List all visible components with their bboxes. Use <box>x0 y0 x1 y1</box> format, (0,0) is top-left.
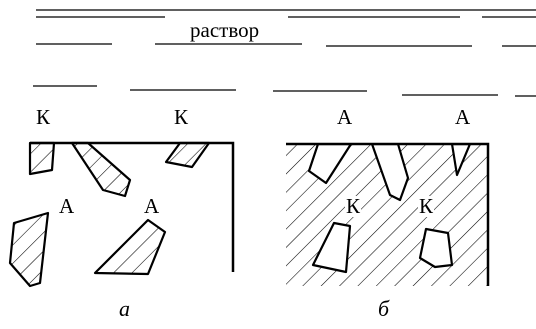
panel-b-caption: б <box>378 296 390 321</box>
panel-a-inclusion-5 <box>93 218 167 276</box>
panel-a-inner-label-1: А <box>59 194 75 218</box>
panel-b-top-label-2: А <box>455 105 471 129</box>
panel-b-inner-label-1: К <box>345 194 362 218</box>
panel-a-electrode <box>8 141 235 288</box>
solution-lines <box>33 9 536 97</box>
panel-b-inclusion-3 <box>450 144 472 177</box>
panel-a-top-label-2: К <box>174 105 189 129</box>
panel-b-inclusion-4 <box>311 221 352 274</box>
panel-a-inner-label-2: А <box>144 194 160 218</box>
panel-a-inclusion-4 <box>8 211 50 288</box>
panel-b-electrode <box>286 142 490 286</box>
panel-b-top-label-1: А <box>337 105 353 129</box>
panel-a-inclusion-3 <box>164 141 211 169</box>
panel-b-inclusion-2 <box>370 144 410 202</box>
panel-a-top-label-1: К <box>36 105 51 129</box>
panel-b-inclusion-1 <box>307 144 353 185</box>
panel-b-boundary <box>286 142 490 286</box>
panel-a-inclusion-2 <box>70 141 132 198</box>
panel-b-inner-label-2: К <box>418 194 435 218</box>
solution-label: раствор <box>190 18 260 42</box>
panel-a-caption: а <box>119 296 130 321</box>
panel-a-boundary <box>30 141 235 272</box>
panel-a-inclusion-1 <box>28 141 56 176</box>
panel-b-inclusion-5 <box>418 227 454 269</box>
